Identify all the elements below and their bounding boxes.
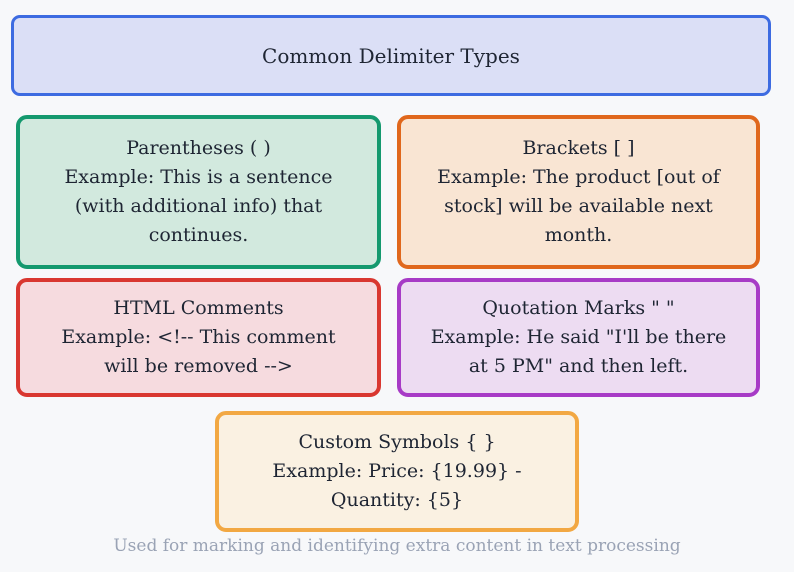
card-line: Quantity: {5} xyxy=(330,489,464,511)
card-quotation-marks: Quotation Marks " " Example: He said "I'… xyxy=(397,278,760,397)
title-box: Common Delimiter Types xyxy=(11,15,771,96)
card-title: Parentheses ( ) xyxy=(126,137,271,159)
card-line: Example: This is a sentence xyxy=(64,166,333,188)
card-custom-symbols: Custom Symbols { } Example: Price: {19.9… xyxy=(215,411,579,532)
card-line: continues. xyxy=(148,224,249,246)
card-line: Example: The product [out of xyxy=(437,166,720,188)
card-line: month. xyxy=(544,224,613,246)
card-line: Example: He said "I'll be there xyxy=(430,326,727,348)
card-line: Example: <!-- This comment xyxy=(61,326,336,348)
card-title: HTML Comments xyxy=(113,297,284,319)
card-html-comments: HTML Comments Example: <!-- This comment… xyxy=(16,278,381,397)
card-line: Example: Price: {19.99} - xyxy=(272,460,522,482)
page-title: Common Delimiter Types xyxy=(262,43,520,68)
card-line: will be removed --> xyxy=(104,355,293,377)
card-line: (with additional info) that xyxy=(74,195,323,217)
card-title: Custom Symbols { } xyxy=(298,431,496,453)
card-brackets: Brackets [ ] Example: The product [out o… xyxy=(397,115,760,269)
card-line: stock] will be available next xyxy=(444,195,713,217)
card-line: at 5 PM" and then left. xyxy=(468,355,689,377)
card-title: Quotation Marks " " xyxy=(482,297,675,319)
footer-caption: Used for marking and identifying extra c… xyxy=(113,536,681,556)
card-title: Brackets [ ] xyxy=(522,137,635,159)
card-parentheses: Parentheses ( ) Example: This is a sente… xyxy=(16,115,381,269)
